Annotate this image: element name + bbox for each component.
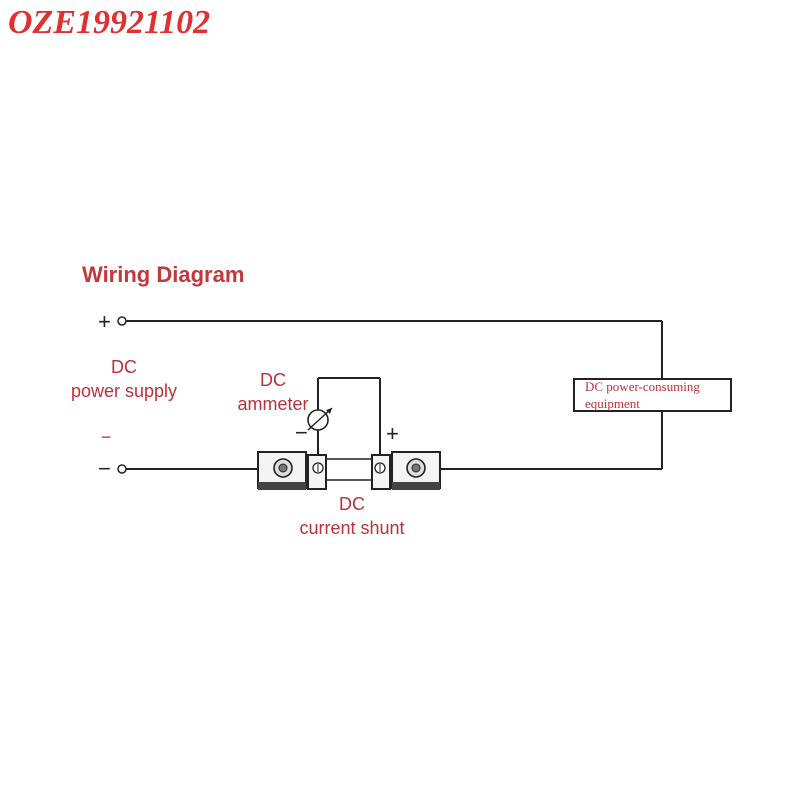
- supply-label-line1: DC: [111, 357, 137, 377]
- ammeter-label: DC ammeter: [224, 368, 322, 416]
- ammeter-label-line2: ammeter: [237, 394, 309, 414]
- watermark: OZE19921102: [8, 4, 211, 41]
- ammeter-icon: [307, 407, 333, 431]
- supply-label: DC power supply: [60, 355, 188, 403]
- supply-positive-terminal: [117, 316, 127, 326]
- shunt-label-line2: current shunt: [299, 518, 405, 538]
- ammeter-plus-symbol: +: [386, 421, 399, 446]
- supply-label-line2: power supply: [70, 381, 178, 401]
- load-label-line2: equipment: [585, 396, 640, 411]
- load-box: [573, 378, 732, 412]
- load-label: DC power-consuming equipment: [585, 378, 735, 412]
- shunt-label: DC current shunt: [283, 492, 421, 540]
- shunt-label-line1: DC: [339, 494, 365, 514]
- diagram-title: Wiring Diagram: [82, 262, 245, 287]
- ammeter-label-line1: DC: [260, 370, 286, 390]
- supply-minus-label: −: [100, 427, 112, 447]
- supply-plus-symbol: +: [98, 309, 111, 334]
- current-shunt: [257, 451, 441, 490]
- supply-minus-symbol: −: [98, 456, 111, 481]
- load-label-line1: DC power-consuming: [585, 379, 700, 394]
- ammeter-minus-symbol: −: [295, 420, 308, 445]
- supply-negative-terminal: [117, 464, 127, 474]
